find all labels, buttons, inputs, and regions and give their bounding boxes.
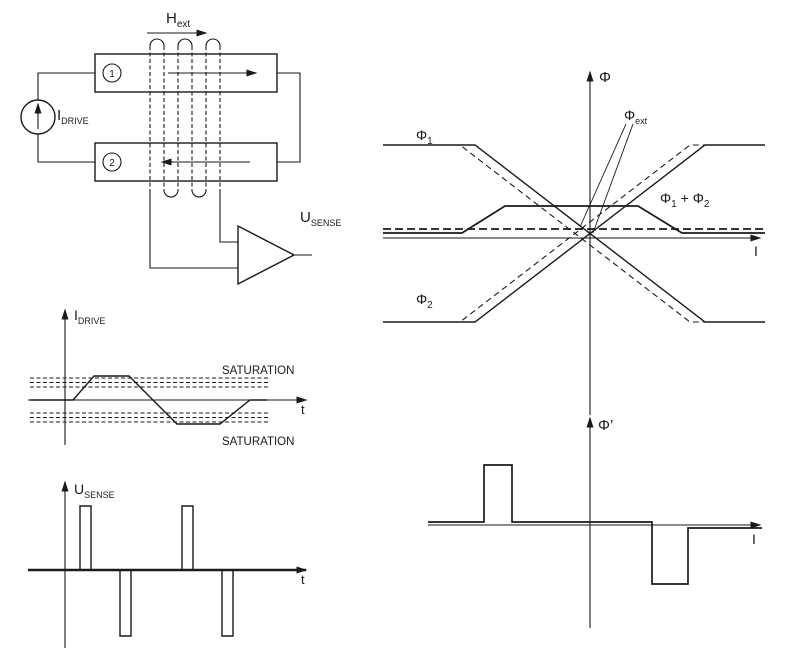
phi-ext-pointer-line-1	[579, 123, 627, 228]
circuit-diagram: Hext 1 2 IDRIVE USENSE	[20, 10, 341, 286]
sense-voltage-graph: USENSE t	[28, 480, 308, 648]
flux-vs-current-graph: Φ I Φ1 Φ2 Φext Φ1 + Φ2	[383, 69, 765, 415]
phi2-curve	[383, 144, 765, 323]
deriv-y-axis-label: Φ’	[598, 417, 613, 434]
phi-sum-label: Φ1 + Φ2	[660, 190, 710, 210]
u-sense-label: USENSE	[300, 209, 341, 228]
phi1-label: Φ1	[416, 127, 433, 147]
sense-x-axis-label: t	[301, 572, 305, 587]
phi-sum-curve	[383, 205, 765, 234]
core1-number: 1	[109, 69, 115, 80]
i-drive-label: IDRIVE	[57, 107, 89, 126]
flux-y-axis-label: Φ	[599, 69, 611, 86]
drive-current-graph: IDRIVE t SATURATION SATURATION	[28, 307, 308, 448]
core1-number-circle	[102, 63, 122, 83]
winding-lead-right	[219, 190, 238, 243]
phi-ext-label: Φext	[624, 107, 648, 126]
amplifier-triangle	[237, 224, 296, 286]
flux-derivative-pulses	[428, 464, 762, 585]
core2-number-circle	[102, 152, 122, 172]
phi2-label: Φ2	[416, 291, 433, 311]
sense-y-axis-label: USENSE	[74, 481, 115, 500]
wire-source-to-core1	[37, 72, 95, 100]
saturation-band-top	[30, 377, 268, 388]
phi-ext-pointer-line-2	[592, 123, 634, 234]
core2-number: 2	[109, 158, 115, 169]
drive-current-waveform	[30, 375, 267, 425]
drive-x-axis-label: t	[301, 402, 305, 417]
deriv-x-axis-label: I	[752, 531, 756, 547]
sense-winding	[149, 38, 238, 269]
sense-voltage-pulses	[30, 505, 268, 637]
saturation-bottom-label: SATURATION	[222, 436, 294, 448]
flux-derivative-graph: Φ’ I	[428, 416, 762, 628]
winding-top-loops	[149, 38, 221, 47]
winding-bottom-loops	[163, 189, 207, 198]
wire-source-to-core2	[37, 134, 95, 163]
wire-core1-to-core2	[277, 72, 301, 163]
winding-lead-left	[149, 190, 238, 269]
flux-x-axis-label: I	[754, 243, 758, 259]
drive-y-axis-label: IDRIVE	[74, 307, 105, 326]
h-ext-label: Hext	[166, 10, 190, 30]
saturation-top-label: SATURATION	[222, 365, 294, 377]
